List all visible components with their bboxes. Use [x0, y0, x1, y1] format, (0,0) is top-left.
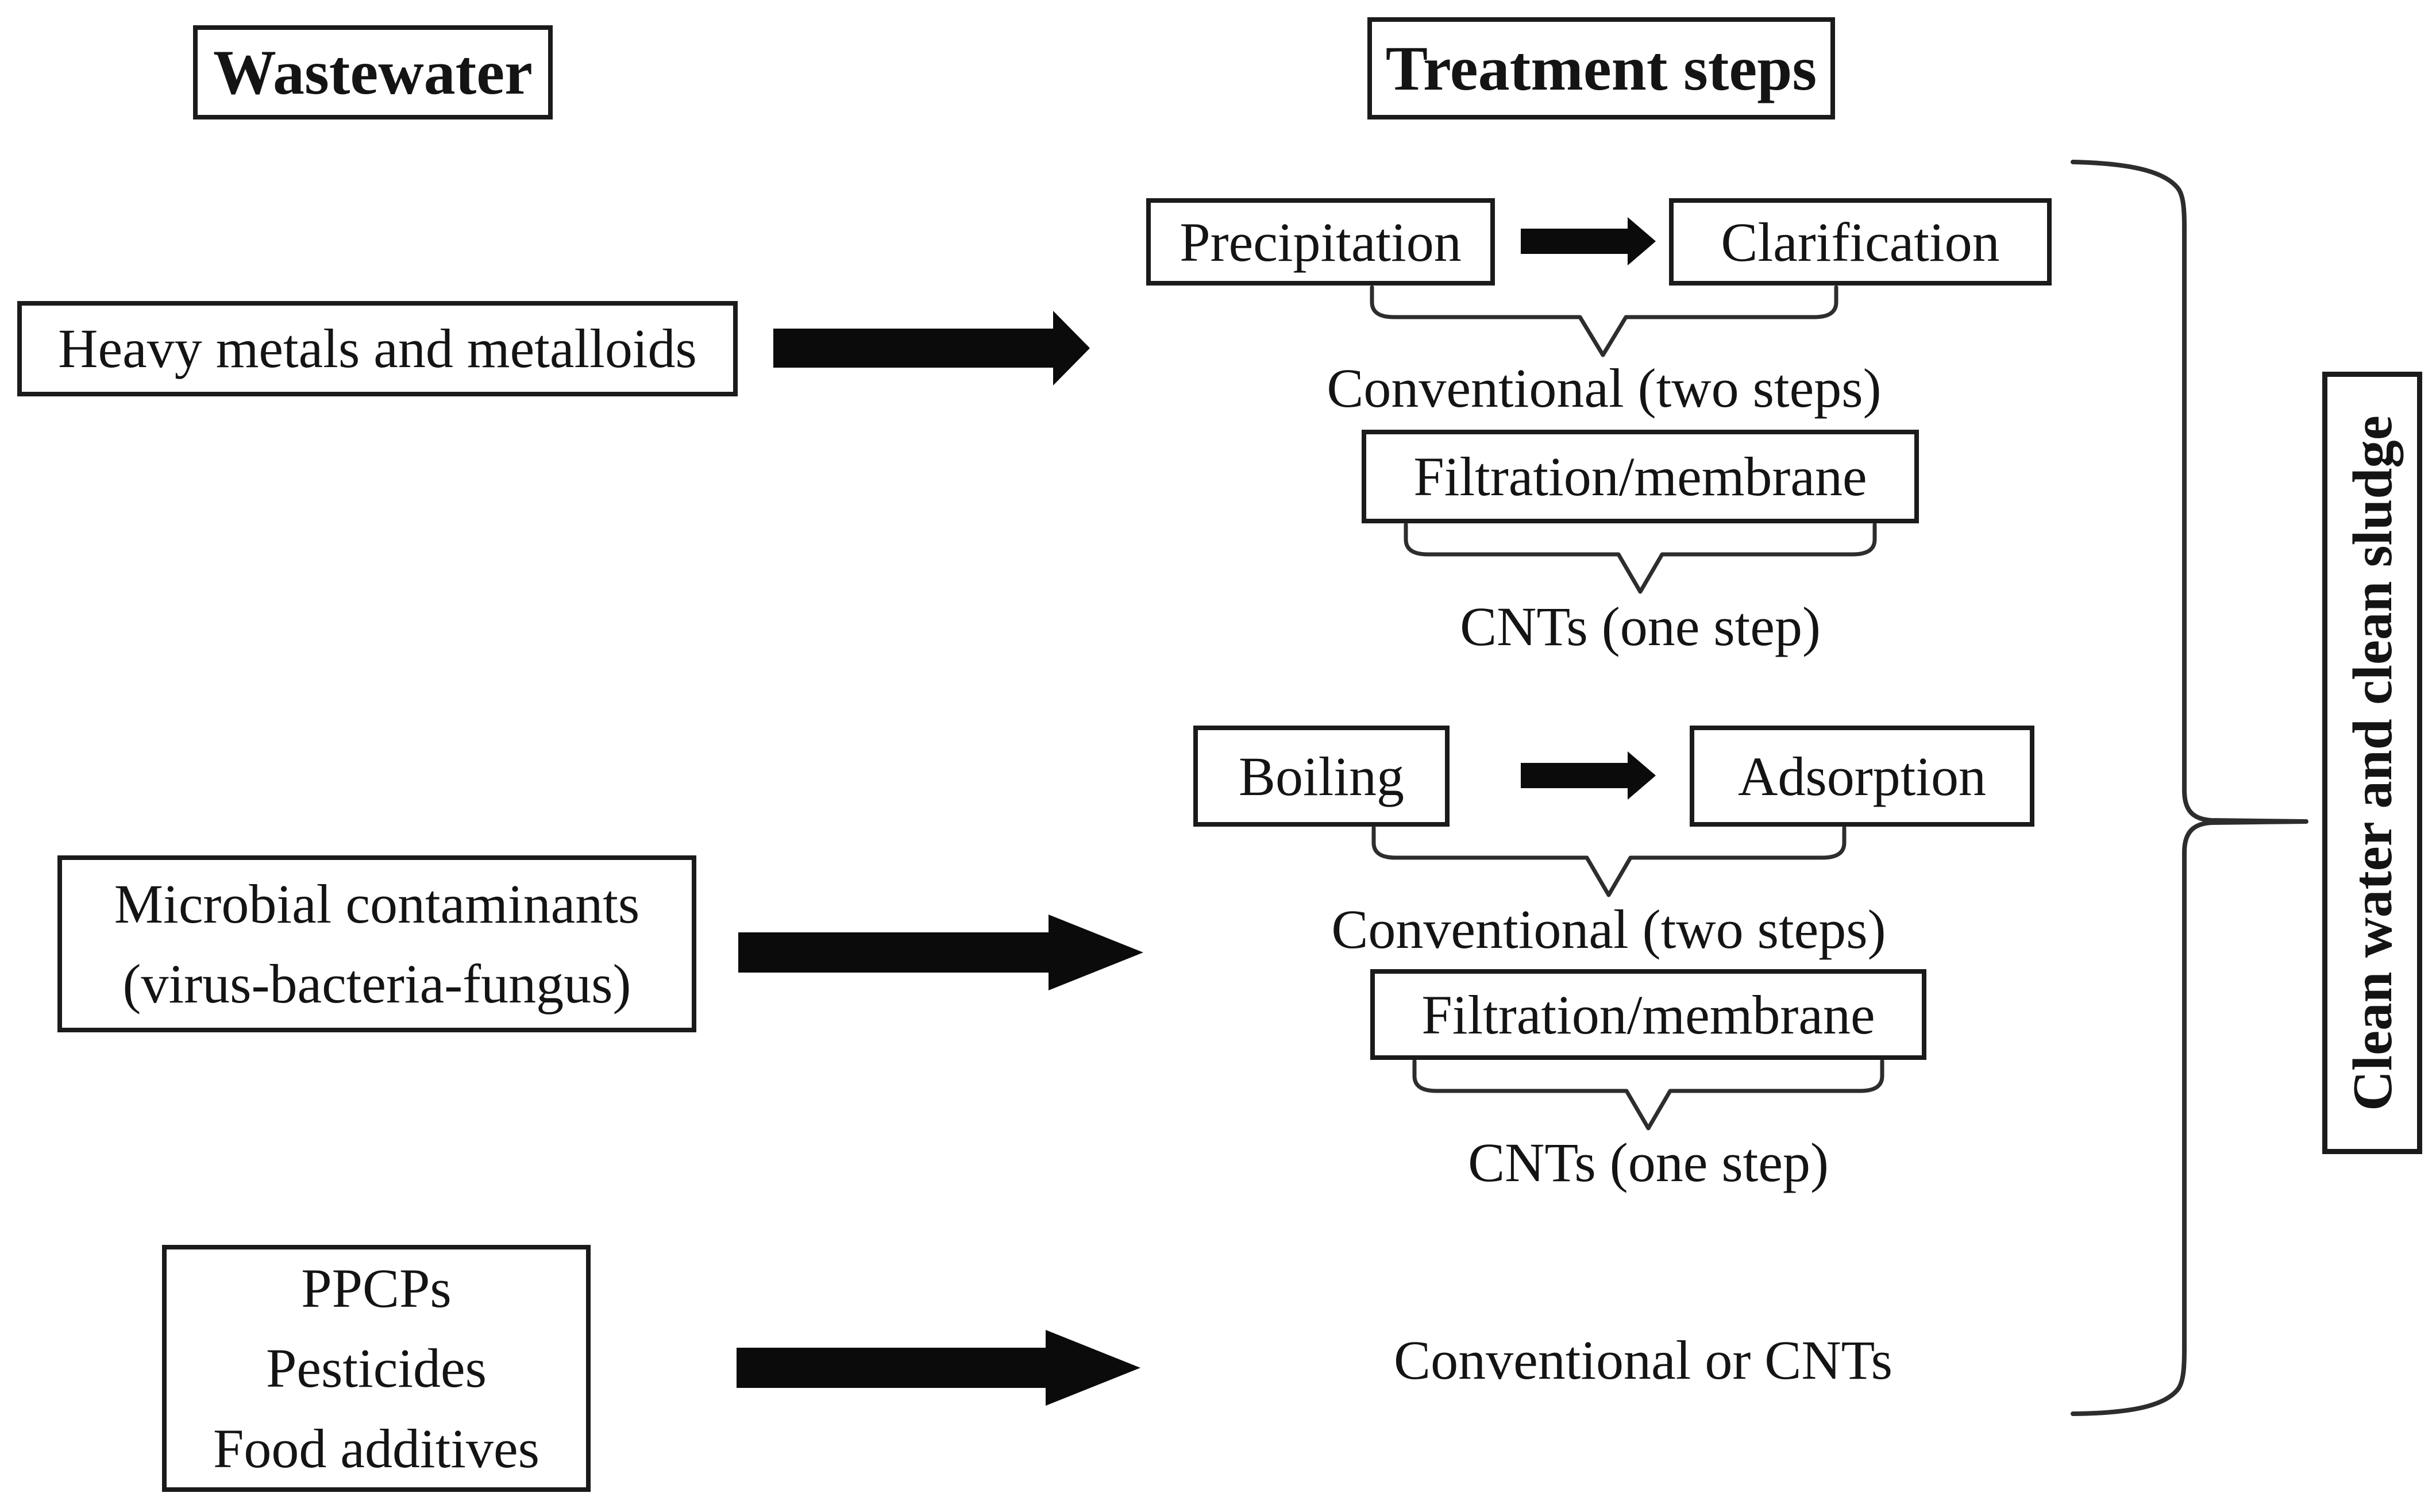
thick-right-arrow-icon [773, 311, 1090, 385]
source-label: Microbial contaminants [114, 873, 640, 935]
step-box-filtration-membrane: Filtration/membrane [1370, 969, 1926, 1060]
step-label: Adsorption [1738, 745, 1986, 807]
small-right-arrow-icon [1521, 751, 1656, 800]
step-box-precipitation: Precipitation [1146, 198, 1495, 286]
output-label: Clean water and clean sludge [2341, 415, 2403, 1111]
step-label: Boiling [1238, 745, 1405, 807]
caption-conventional-or-cnts: Conventional or CNTs [1394, 1329, 1892, 1391]
source-box-chemicals: PPCPs Pesticides Food additives [162, 1245, 591, 1492]
curly-underbrace-icon [1370, 285, 1838, 357]
small-right-arrow-icon [1521, 217, 1656, 265]
source-box-heavy-metals: Heavy metals and metalloids [17, 301, 738, 396]
caption-conventional-two-steps: Conventional (two steps) [1331, 898, 1886, 960]
right-curly-brace-icon [2071, 160, 2308, 1416]
curly-underbrace-icon [1371, 826, 1847, 897]
source-label: Food additives [213, 1417, 539, 1479]
thick-right-arrow-icon [737, 1330, 1140, 1406]
step-label: Filtration/membrane [1413, 446, 1867, 507]
step-box-boiling: Boiling [1193, 726, 1450, 827]
caption-cnts-one-step: CNTs (one step) [1468, 1132, 1829, 1193]
source-label: Pesticides [266, 1337, 487, 1399]
treatment-steps-header-label: Treatment steps [1385, 33, 1817, 103]
treatment-steps-column-header: Treatment steps [1367, 17, 1835, 119]
source-label: (virus-bacteria-fungus) [122, 953, 631, 1015]
step-box-clarification: Clarification [1669, 198, 2052, 286]
curly-underbrace-icon [1404, 522, 1877, 594]
step-label: Filtration/membrane [1421, 983, 1875, 1046]
wastewater-column-header: Wastewater [193, 25, 553, 119]
source-label: Heavy metals and metalloids [58, 318, 697, 380]
step-label: Precipitation [1180, 211, 1462, 273]
step-box-filtration-membrane: Filtration/membrane [1362, 430, 1919, 523]
source-box-microbial: Microbial contaminants (virus-bacteria-f… [57, 855, 696, 1032]
output-box-clean-water: Clean water and clean sludge [2322, 372, 2422, 1154]
step-box-adsorption: Adsorption [1690, 726, 2034, 827]
step-label: Clarification [1721, 211, 2000, 273]
wastewater-header-label: Wastewater [213, 37, 533, 107]
thick-right-arrow-icon [738, 915, 1143, 990]
caption-conventional-two-steps: Conventional (two steps) [1327, 357, 1882, 419]
curly-underbrace-icon [1412, 1059, 1884, 1131]
caption-cnts-one-step: CNTs (one step) [1460, 596, 1821, 657]
source-label: PPCPs [301, 1258, 452, 1320]
